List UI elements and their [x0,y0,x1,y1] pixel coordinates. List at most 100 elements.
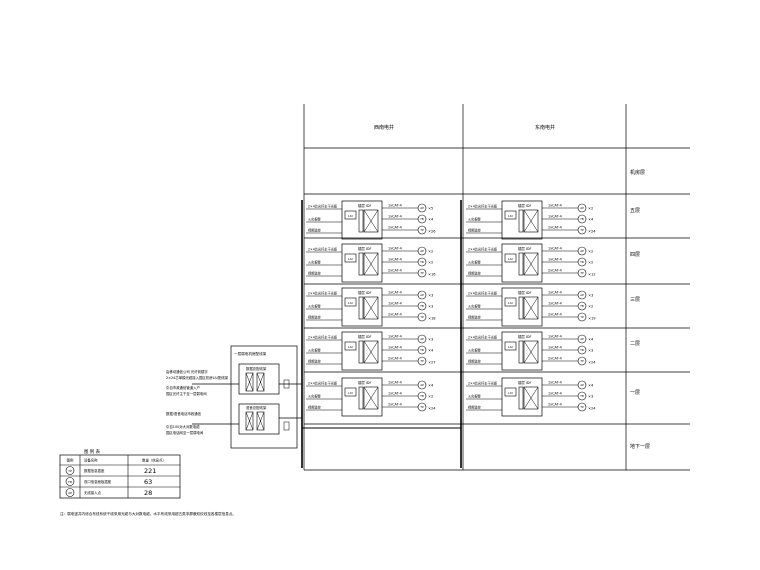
ap-count: ×3 [428,338,433,342]
cable-label-2: 1xCAT-4 [548,392,562,396]
ap-symbol: AP [580,249,584,253]
tb-symbol: TB [419,394,424,398]
floor-label-machine-room: 机房层 [630,169,645,176]
ap-symbol: AP [420,293,424,297]
ap-count: ×4 [588,338,594,342]
cable-label-1: 1xCAT-4 [548,335,562,339]
tb-symbol: TB [419,304,424,308]
legend-name-tb: 双口信息面板插座 [84,479,112,484]
uplink-fiber-label: 2×4芯光纤主干光缆 [468,291,498,296]
cable-label-2: 1xCAT-4 [548,215,562,219]
uplink-fiber-label: 2×4芯光纤主干光缆 [308,335,338,340]
cable-label-3: 2xCAT-4 [548,357,562,361]
legend-symbol-tb: TB [67,480,72,484]
ap-symbol: AP [580,206,584,210]
tb-count: ×2 [428,395,433,399]
cable-label-1: 1xCAT-4 [388,291,402,295]
cable-label-1: 1xCAT-4 [548,291,562,295]
tp-count: ×18 [428,317,436,321]
liu-label: LIU [508,214,513,218]
liu-label: LIU [508,391,513,395]
cable-label-2: 1xCAT-4 [548,302,562,306]
ap-count: ×4 [588,384,594,388]
cable-label-1: 1xCAT-4 [548,381,562,385]
ap-symbol: AP [580,337,584,341]
video-label: 视频监控 [308,405,322,410]
legend-count-tb: 63 [144,478,152,486]
tb-count: ×4 [588,218,594,222]
liu-label: LIU [508,301,513,305]
ap-symbol: AP [580,383,584,387]
tb-symbol: TB [579,260,584,264]
note1-line4: 园区光纤主干至一层弱电间 [166,391,207,396]
tp-symbol: TP [419,271,424,275]
cable-label-3: 2xCAT-4 [388,226,402,230]
idf-label: 楼层 IDF [518,246,531,251]
tb-count: ×4 [428,349,434,353]
legend-name-tp: 数据信息插座 [84,468,105,473]
tb-count: ×3 [428,305,433,309]
idf-label: 楼层 IDF [518,290,531,295]
fire-alarm-label: 火灾报警 [308,304,322,309]
cable-label-2: 1xCAT-4 [388,392,402,396]
floor-label-5: 五层 [630,208,640,214]
ap-count: ×5 [428,207,433,211]
uplink-fiber-label: 2×4芯光纤主干光缆 [308,381,338,386]
cable-label-1: 1xCAT-4 [548,247,562,251]
video-label: 视频监控 [308,359,322,364]
fire-alarm-label: 火灾报警 [468,217,482,222]
tb-symbol: TB [419,217,424,221]
note2-line3: 园区电话网至一层弱电间 [166,430,204,435]
note2-line1: 数据/语音电话市政通信 [166,411,202,416]
tb-count: ×3 [588,349,593,353]
note1-line2: 2×24芯单模光缆接入园区机房LIU配线架 [166,375,229,380]
cable-label-2: 1xCAT-4 [388,346,402,350]
cable-label-1: 1xCAT-4 [388,247,402,251]
floor-label-3: 三层 [630,297,640,303]
legend-count-tp: 221 [144,467,156,475]
idf-label: 楼层 IDF [358,246,371,251]
tb-symbol: TB [579,217,584,221]
ap-count: ×2 [588,207,593,211]
legend-header-name: 设备名称 [84,458,98,463]
fire-alarm-label: 火灾报警 [468,304,482,309]
liu-label: LIU [348,257,353,261]
cable-label-2: 1xCAT-4 [388,258,402,262]
fire-alarm-label: 火灾报警 [468,348,482,353]
cable-label-2: 1xCAT-4 [388,302,402,306]
tp-count: ×27 [428,361,436,365]
cable-label-3: 2xCAT-4 [388,269,402,273]
ap-count: ×4 [428,384,434,388]
tp-symbol: TP [579,228,584,232]
legend-symbol-ap: AP [68,491,72,495]
cable-label-3: 2xCAT-4 [548,403,562,407]
tp-symbol: TP [579,315,584,319]
liu-label: LIU [348,391,353,395]
tb-symbol: TB [579,394,584,398]
tb-count: ×2 [428,261,433,265]
tb-symbol: TB [419,260,424,264]
uplink-fiber-label: 2×4芯光纤主干光缆 [468,247,498,252]
tp-symbol: TP [579,271,584,275]
cable-label-2: 1xCAT-4 [548,346,562,350]
cable-label-1: 1xCAT-4 [388,381,402,385]
video-label: 视频监控 [308,315,322,320]
tp-symbol: TP [419,359,424,363]
mdf-voice-box-label: 语音总配线架 [246,405,267,410]
tp-count: ×19 [588,317,596,321]
tp-count: ×16 [428,273,436,277]
tp-count: ×24 [588,407,596,411]
fire-alarm-label: 火灾报警 [308,217,322,222]
fire-alarm-label: 火灾报警 [308,394,322,399]
idf-label: 楼层 IDF [358,203,371,208]
tb-symbol: TB [579,304,584,308]
tb-symbol: TB [419,348,424,352]
tp-count: ×24 [588,230,596,234]
floor-label-1: 一层 [630,390,640,396]
ap-symbol: AP [580,293,584,297]
tb-count: ×3 [588,395,593,399]
